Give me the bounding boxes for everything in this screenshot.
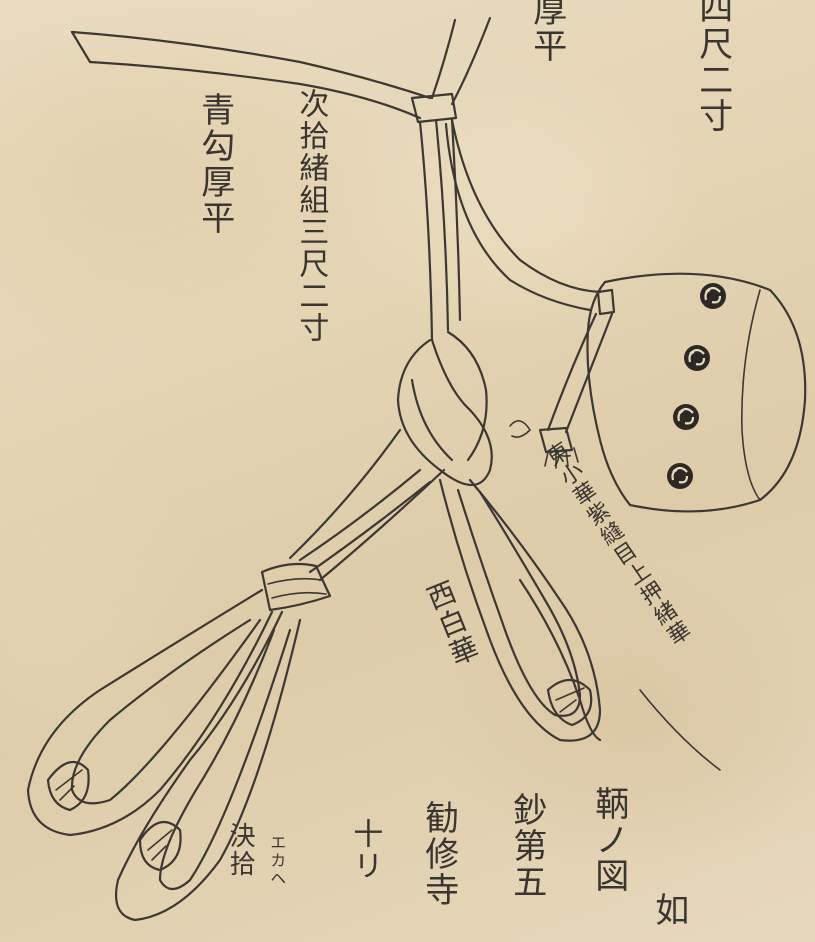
left-label-text: 青勾厚平 xyxy=(196,92,233,236)
bottom-small-kanji-text: 決拾 xyxy=(226,822,254,878)
cord-label-text: 次拾緒組三尺二寸 xyxy=(294,88,326,344)
top-right-fragment-text: 四尺二寸 xyxy=(694,0,731,134)
tomoe-crest xyxy=(673,404,699,430)
tomoe-crest xyxy=(667,463,693,489)
bottom-small-kana-text: エカヘ xyxy=(268,834,285,888)
bottom-column-3: 鈔第五 xyxy=(508,792,545,900)
top-fragment-text: 厚平 xyxy=(528,0,565,64)
bottom-column-1: 十リ xyxy=(348,818,380,882)
bottom-column-4: 鞆ノ図 xyxy=(590,786,627,894)
tomoe-crest xyxy=(684,345,710,371)
bottom-column-4-tail: 如 xyxy=(650,892,687,928)
bottom-column-2: 勧修寺 xyxy=(420,800,457,908)
tomoe-crest xyxy=(700,283,726,309)
